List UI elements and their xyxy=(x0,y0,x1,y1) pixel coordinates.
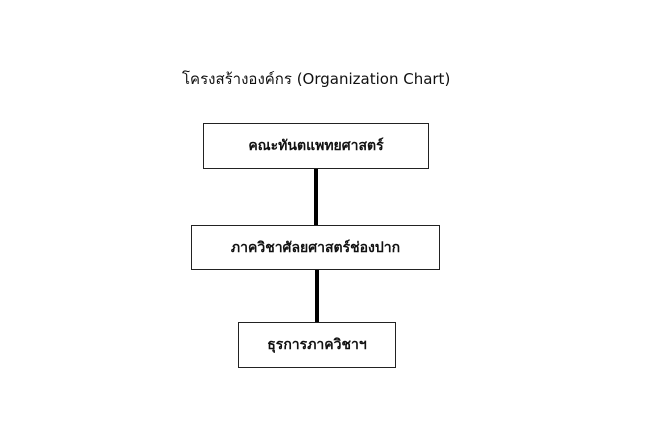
org-node-label: ภาควิชาศัลยศาสตร์ช่องปาก xyxy=(230,239,401,256)
org-node-faculty: คณะทันตแพทยศาสตร์ xyxy=(203,123,429,169)
connector-line-faculty-to-department xyxy=(314,169,318,225)
chart-title: โครงสร้างองค์กร (Organization Chart) xyxy=(182,70,451,88)
org-node-department: ภาควิชาศัลยศาสตร์ช่องปาก xyxy=(191,225,440,270)
org-node-admin-office: ธุรการภาควิชาฯ xyxy=(238,322,396,368)
org-node-label: ธุรการภาควิชาฯ xyxy=(267,337,367,353)
org-node-label: คณะทันตแพทยศาสตร์ xyxy=(248,138,384,154)
connector-line-department-to-office xyxy=(315,270,319,322)
